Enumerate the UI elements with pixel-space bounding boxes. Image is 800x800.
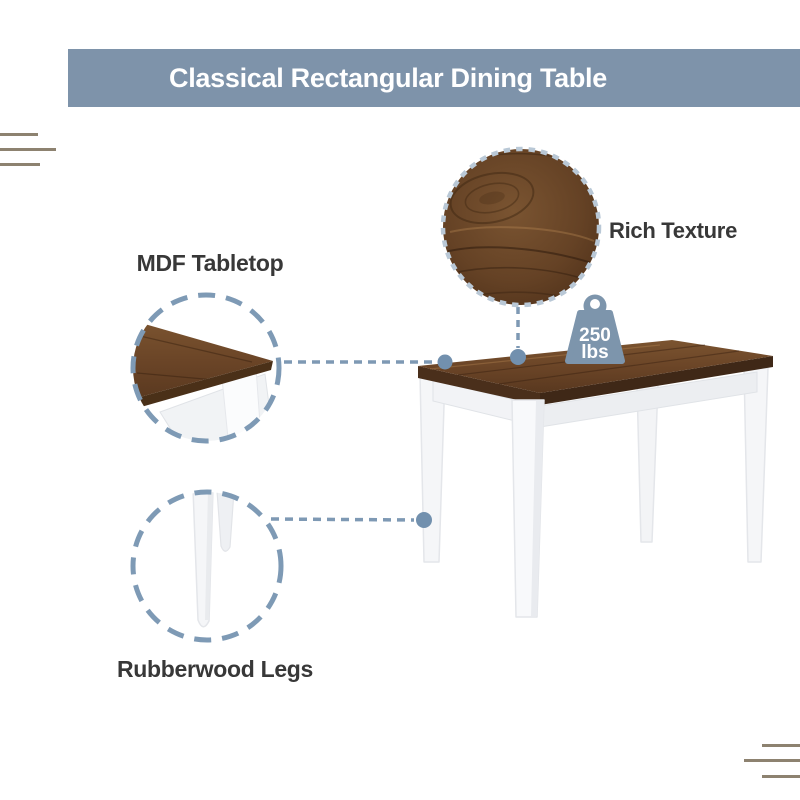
connector-rubberwood-legs <box>270 512 432 528</box>
weight-capacity-icon: 250 lbs <box>565 294 625 364</box>
decorative-lines-top-left <box>0 133 56 166</box>
tabletop-edge-right <box>540 356 773 405</box>
dashed-circle-border <box>130 489 284 643</box>
table-legs-detail <box>192 492 235 628</box>
connector-rich-texture <box>510 307 526 365</box>
table-leg-front-shade <box>531 400 544 616</box>
mdf-tabletop-label: MDF Tabletop <box>136 250 284 276</box>
weight-icon-hole <box>590 299 600 309</box>
connector-dot <box>437 354 453 370</box>
dining-table-illustration <box>418 340 773 618</box>
decorative-lines-bottom-right <box>744 744 800 778</box>
rubberwood-legs-label: Rubberwood Legs <box>116 656 314 682</box>
tabletop-edge-left <box>418 366 540 405</box>
weight-unit: lbs <box>581 342 608 363</box>
title-banner: Classical Rectangular Dining Table <box>68 49 800 107</box>
connector-dot <box>510 349 526 365</box>
tabletop-surface <box>418 340 773 393</box>
dashed-circle-border <box>130 292 282 444</box>
connector-dot <box>416 512 432 528</box>
rubberwood-legs-callout-circle <box>130 489 284 643</box>
table-leg-right <box>743 367 769 563</box>
mdf-tabletop-callout-circle <box>130 292 282 444</box>
connector-mdf-tabletop <box>284 354 453 370</box>
dashed-circle-border <box>440 146 602 308</box>
rich-texture-label: Rich Texture <box>608 218 738 243</box>
rich-texture-callout-circle <box>440 146 602 308</box>
weight-value: 250 <box>579 325 611 346</box>
page-title: Classical Rectangular Dining Table <box>169 63 607 93</box>
